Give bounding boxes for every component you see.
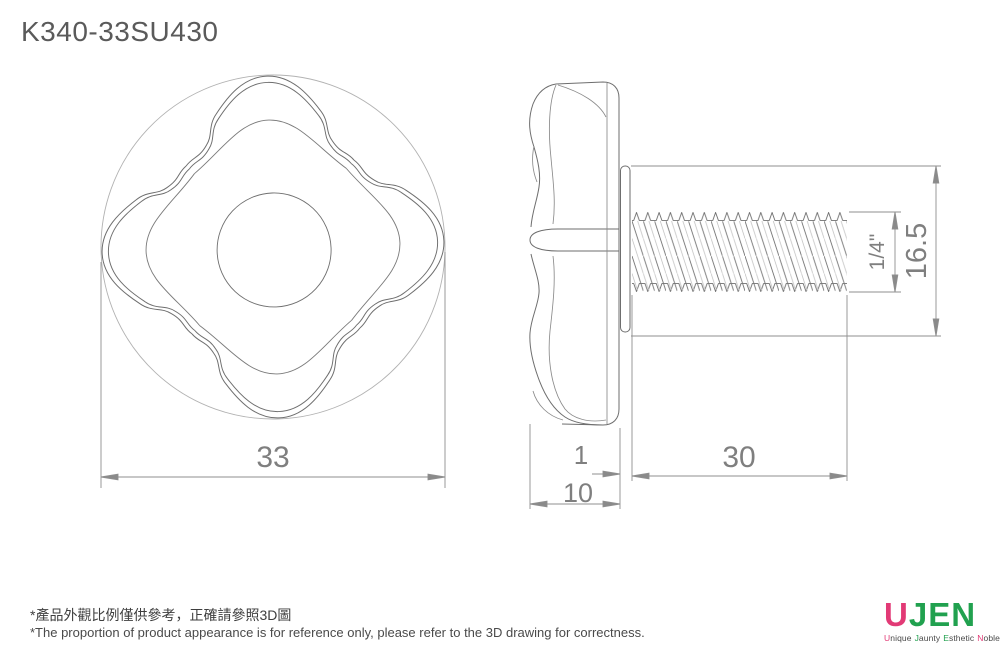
center-boss-circle bbox=[216, 192, 332, 308]
knob-back-face bbox=[555, 81, 620, 426]
dim-1 bbox=[592, 470, 621, 478]
tagline-word2-rest: aunty bbox=[918, 633, 941, 643]
tagline-word1-initial: U bbox=[884, 633, 891, 643]
knob-upper-profile bbox=[529, 83, 557, 228]
part-number-title: K340-33SU430 bbox=[21, 16, 219, 47]
dim-label-thread-size: 1/4" bbox=[866, 234, 889, 271]
logo-letter-u: U bbox=[884, 596, 909, 633]
tagline-word4-rest: oble bbox=[983, 633, 1001, 643]
ujen-logo-wordmark: UJEN bbox=[884, 597, 996, 633]
knob-lower-profile bbox=[529, 253, 604, 426]
knob-outline-inner-edge bbox=[105, 79, 441, 415]
tagline-word4-initial: N bbox=[977, 633, 984, 643]
logo-letters-jen: JEN bbox=[908, 596, 977, 633]
knob-outline bbox=[98, 72, 448, 422]
tagline-word1-rest: nique bbox=[890, 633, 912, 643]
front-view bbox=[98, 72, 448, 422]
dim-10 bbox=[529, 500, 621, 508]
knob-interior-lines bbox=[532, 83, 608, 424]
disclaimer-english: *The proportion of product appearance is… bbox=[30, 625, 645, 640]
flange bbox=[620, 165, 631, 333]
knob-top-face-curve bbox=[142, 116, 404, 378]
dim-label-knob-diameter: 33 bbox=[256, 441, 289, 474]
reference-circle bbox=[100, 74, 446, 420]
dimension-lines bbox=[100, 165, 941, 509]
tagline-word3-rest: sthetic bbox=[949, 633, 975, 643]
dim-quarter-inch bbox=[849, 211, 901, 293]
tagline-word3-initial: E bbox=[943, 633, 949, 643]
dim-label-hub-depth: 10 bbox=[563, 478, 593, 508]
tagline-word2-initial: J bbox=[914, 633, 919, 643]
disclaimer-chinese: *產品外觀比例僅供參考，正確請參照3D圖 bbox=[30, 607, 292, 623]
dim-label-thread-length: 30 bbox=[722, 441, 755, 474]
knob-middle-lobe bbox=[529, 228, 619, 252]
dim-33 bbox=[100, 252, 446, 488]
dim-16-5 bbox=[631, 165, 941, 337]
disclaimer-notes: *產品外觀比例僅供參考，正確請參照3D圖 *The proportion of … bbox=[30, 607, 645, 641]
side-view bbox=[529, 81, 847, 426]
thread bbox=[632, 212, 847, 292]
dim-label-flange-diameter: 16.5 bbox=[901, 223, 933, 279]
dim-label-flange-thickness: 1 bbox=[574, 440, 588, 470]
dim-30 bbox=[631, 472, 848, 480]
